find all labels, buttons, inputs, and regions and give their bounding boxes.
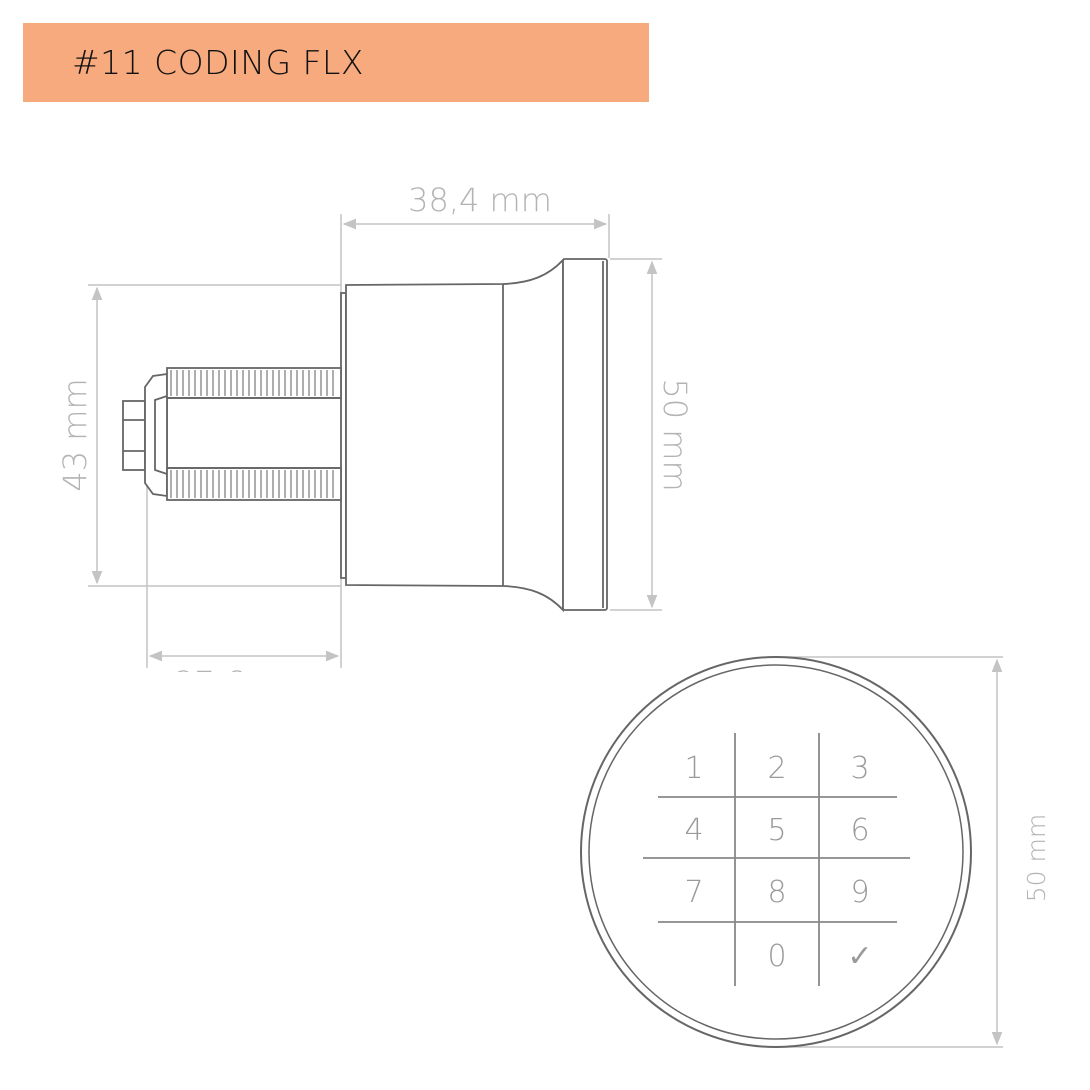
keypad-inner-ring bbox=[588, 664, 964, 1040]
dimension-label-diameter: 50 mm bbox=[1022, 814, 1051, 902]
cap bbox=[562, 258, 608, 611]
dimension-label-height-body: 43 mm bbox=[56, 378, 94, 491]
key-2: 2 bbox=[767, 751, 786, 786]
dimension-label-shaft: 27,6 mm bbox=[174, 664, 318, 702]
page-title: #11 CODING FLX bbox=[72, 43, 365, 82]
key-confirm-check-icon: ✓ bbox=[847, 939, 872, 974]
keypad-front-view bbox=[580, 656, 1003, 1048]
housing bbox=[345, 257, 564, 613]
key-0: 0 bbox=[767, 939, 786, 974]
dimension-label-height-cap: 50 mm bbox=[656, 378, 694, 491]
thread-ridges: (function(){ var g=document.currentScrip… bbox=[170, 370, 334, 498]
dimension-label-length: 38,4 mm bbox=[408, 181, 552, 219]
title-banner: #11 CODING FLX bbox=[23, 23, 649, 102]
keypad-grid bbox=[643, 733, 910, 986]
key-6: 6 bbox=[850, 813, 869, 848]
nut bbox=[122, 400, 146, 471]
key-3: 3 bbox=[850, 751, 869, 786]
keypad-keys: 1 2 3 4 5 6 7 8 9 0 ✓ bbox=[684, 751, 872, 974]
key-8: 8 bbox=[767, 875, 786, 910]
lock-side-body bbox=[122, 257, 608, 613]
key-5: 5 bbox=[767, 813, 786, 848]
key-7: 7 bbox=[684, 875, 703, 910]
key-4: 4 bbox=[684, 813, 703, 848]
key-9: 9 bbox=[850, 875, 869, 910]
side-view bbox=[88, 214, 662, 668]
key-1: 1 bbox=[684, 751, 703, 786]
keypad-outer-ring bbox=[580, 656, 972, 1048]
